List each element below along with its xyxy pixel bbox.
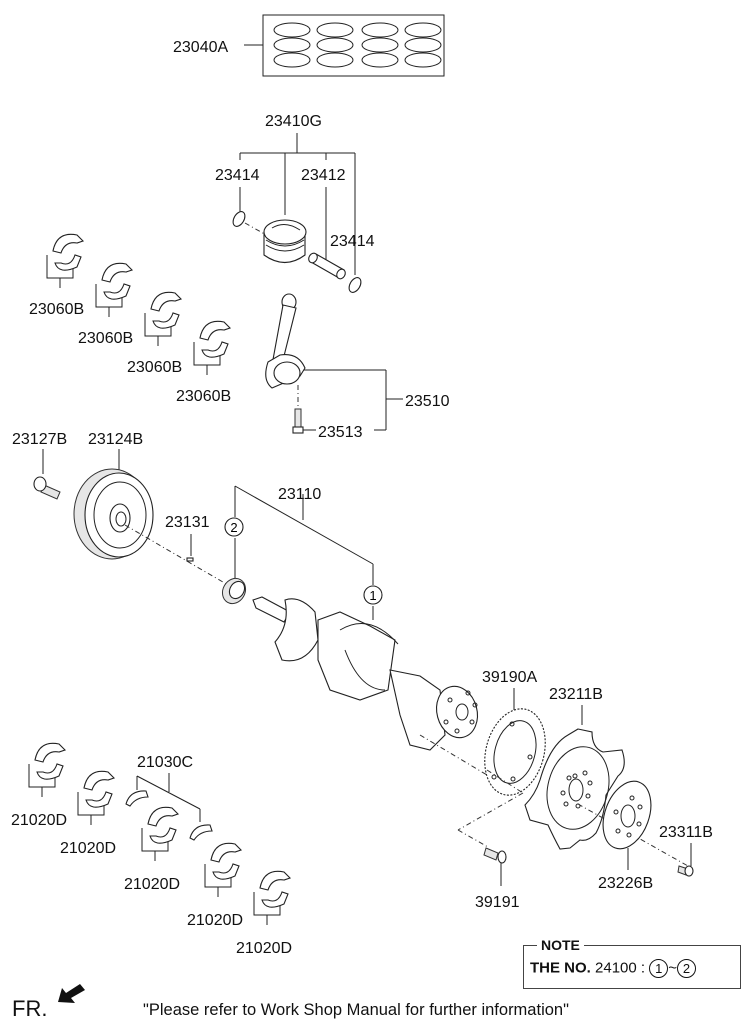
piston-ring-stack	[404, 22, 442, 68]
svg-text:1: 1	[369, 588, 376, 603]
callout-21020D-3[interactable]: 21020D	[124, 876, 180, 893]
conrod-bearing-2[interactable]	[95, 262, 134, 317]
ring-gear-plate[interactable]	[476, 702, 555, 802]
callout-39190A[interactable]: 39190A	[482, 669, 537, 686]
callout-23226B[interactable]: 23226B	[598, 875, 653, 892]
note-range-tilde: ~	[668, 959, 678, 977]
callout-23060B-1[interactable]: 23060B	[29, 301, 84, 318]
leader-lines-23110	[234, 485, 374, 620]
piston-pin[interactable]	[307, 252, 347, 281]
workshop-manual-notice: "Please refer to Work Shop Manual for fu…	[143, 1001, 569, 1019]
callout-23060B-4[interactable]: 23060B	[176, 388, 231, 405]
callout-21020D-5[interactable]: 21020D	[236, 940, 292, 957]
front-oil-seal[interactable]	[218, 574, 250, 608]
thrust-washer-2[interactable]	[189, 824, 213, 841]
callout-23414-left[interactable]: 23414	[215, 167, 260, 184]
note-box	[523, 945, 741, 989]
front-label: FR.	[12, 996, 48, 1021]
note-separator: :	[640, 959, 646, 977]
pulley-bolt[interactable]	[33, 476, 61, 500]
leader-dash-39191	[457, 769, 524, 848]
callout-23311B[interactable]: 23311B	[659, 824, 713, 841]
callout-39191[interactable]: 39191	[475, 894, 520, 911]
piston-ring-set[interactable]	[262, 14, 445, 77]
snap-ring-right[interactable]	[347, 276, 364, 295]
callout-23127B[interactable]: 23127B	[12, 431, 67, 448]
callout-23131[interactable]: 23131	[165, 514, 210, 531]
drive-plate-bolt[interactable]	[677, 865, 694, 877]
flywheel-bolt[interactable]	[483, 847, 507, 864]
main-bearing-5[interactable]	[253, 870, 292, 925]
callout-23124B[interactable]: 23124B	[88, 431, 143, 448]
leader-lines-21030C	[136, 773, 201, 822]
adapter-plate[interactable]	[594, 775, 659, 856]
callout-23510[interactable]: 23510	[405, 393, 450, 410]
assembly-dash	[244, 222, 269, 237]
callout-23040A[interactable]: 23040A	[173, 39, 228, 56]
callout-23410G[interactable]: 23410G	[265, 113, 322, 130]
note-prefix: THE NO.	[530, 959, 591, 977]
callout-23110[interactable]: 23110	[278, 486, 321, 503]
assembly-dash	[124, 524, 229, 586]
conrod-bearing-3[interactable]	[144, 291, 183, 346]
main-bearing-2[interactable]	[77, 770, 116, 825]
callout-21020D-4[interactable]: 21020D	[187, 912, 243, 929]
piston-ring-stack	[361, 22, 399, 68]
svg-text:2: 2	[230, 520, 237, 535]
note-range-end-marker: 2	[677, 959, 697, 978]
callout-21030C[interactable]: 21030C	[137, 754, 193, 771]
note-text: THE NO. 24100 : 1~2	[530, 959, 697, 978]
main-bearing-3[interactable]	[141, 806, 180, 861]
piston-ring-stack	[316, 22, 354, 68]
conrod-bolt[interactable]	[292, 408, 304, 434]
main-bearing-4[interactable]	[204, 842, 243, 897]
note-number[interactable]: 24100	[595, 959, 637, 977]
connecting-rod[interactable]	[265, 293, 306, 389]
thrust-washer-1[interactable]	[125, 790, 149, 807]
note-title: NOTE	[537, 937, 584, 953]
conrod-bearing-4[interactable]	[193, 320, 232, 375]
note-range-start-marker: 1	[649, 959, 669, 978]
ref-marker-1: 1	[363, 585, 383, 605]
woodruff-key[interactable]	[186, 557, 194, 562]
assembly-dash	[419, 734, 488, 776]
main-bearing-1[interactable]	[28, 742, 67, 797]
callout-23060B-2[interactable]: 23060B	[78, 330, 133, 347]
callout-21020D-2[interactable]: 21020D	[60, 840, 116, 857]
callout-23513[interactable]: 23513	[318, 424, 363, 441]
drive-plate[interactable]	[524, 728, 625, 850]
snap-ring-left[interactable]	[231, 210, 248, 229]
callout-23412[interactable]: 23412	[301, 167, 346, 184]
callout-21020D-1[interactable]: 21020D	[11, 812, 67, 829]
piston[interactable]	[263, 219, 307, 264]
callout-23060B-3[interactable]: 23060B	[127, 359, 182, 376]
ref-marker-2: 2	[224, 517, 244, 537]
leader-lines-23410G	[239, 133, 356, 275]
front-direction-arrow-icon	[58, 984, 85, 1003]
callout-23414-right[interactable]: 23414	[330, 233, 375, 250]
conrod-bearing-1[interactable]	[46, 233, 85, 288]
damper-pulley[interactable]	[73, 468, 154, 560]
piston-ring-stack	[273, 22, 311, 68]
callout-23211B[interactable]: 23211B	[549, 686, 603, 703]
crankshaft[interactable]	[252, 596, 483, 751]
